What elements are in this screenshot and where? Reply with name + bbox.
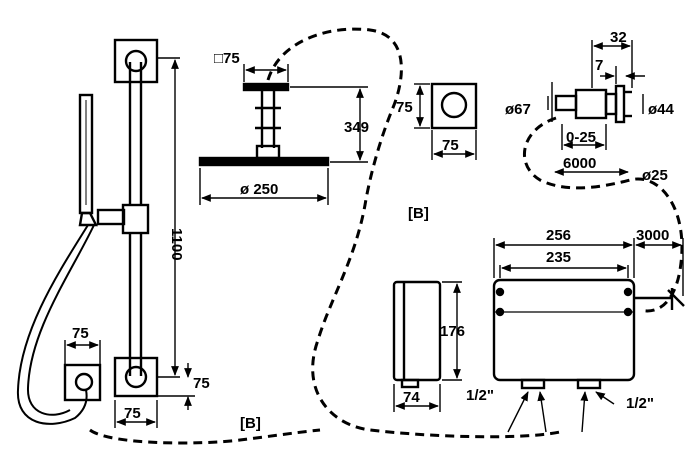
inlet-leaders xyxy=(507,391,615,433)
box-width-235-label: 235 xyxy=(546,249,571,266)
side-box-dimensions xyxy=(393,281,462,412)
head-dimensions xyxy=(199,64,368,205)
inlet-left-label: 1/2" xyxy=(466,387,494,404)
tube-d25-label: ø25 xyxy=(642,167,668,184)
dashed-route xyxy=(89,27,684,445)
connector-dimensions xyxy=(547,40,645,176)
wall-plate-width-label: 75 xyxy=(442,137,459,154)
wall-plate-dimensions xyxy=(414,83,477,160)
route-b-lower: [B] xyxy=(240,415,261,432)
bracket-width-label: 75 xyxy=(124,405,141,422)
conn-7-label: 7 xyxy=(595,57,603,74)
conn-d44-label: ø44 xyxy=(648,101,675,118)
side-box xyxy=(392,280,442,389)
conn-32-label: 32 xyxy=(610,29,627,46)
control-box xyxy=(492,278,685,390)
valve-width-label: 75 xyxy=(72,325,89,342)
head-plate-label: □75 xyxy=(214,50,240,67)
bracket-height-label: 75 xyxy=(193,375,210,392)
side-box-depth-label: 74 xyxy=(403,389,420,406)
connector xyxy=(554,84,632,124)
head-diameter-label: ø 250 xyxy=(240,181,278,198)
conn-d67-label: ø67 xyxy=(505,101,531,118)
rail-dimensions xyxy=(64,57,195,428)
route-b-upper: [B] xyxy=(408,205,429,222)
control-box-dimensions xyxy=(493,238,684,296)
wall-plate xyxy=(430,82,478,130)
wall-plate-height-label: 75 xyxy=(396,99,413,116)
slide-rail xyxy=(16,38,159,425)
conn-range-label: 0-25 xyxy=(566,129,596,146)
conn-hose-label: 6000 xyxy=(563,155,596,172)
side-box-height-label: 176 xyxy=(440,323,465,340)
head-arm-label: 349 xyxy=(344,119,369,136)
box-cable-label: 3000 xyxy=(636,227,669,244)
rail-height-label: 1100 xyxy=(168,228,185,261)
inlet-right-label: 1/2" xyxy=(626,395,654,412)
shower-head xyxy=(198,82,330,167)
box-width-256-label: 256 xyxy=(546,227,571,244)
